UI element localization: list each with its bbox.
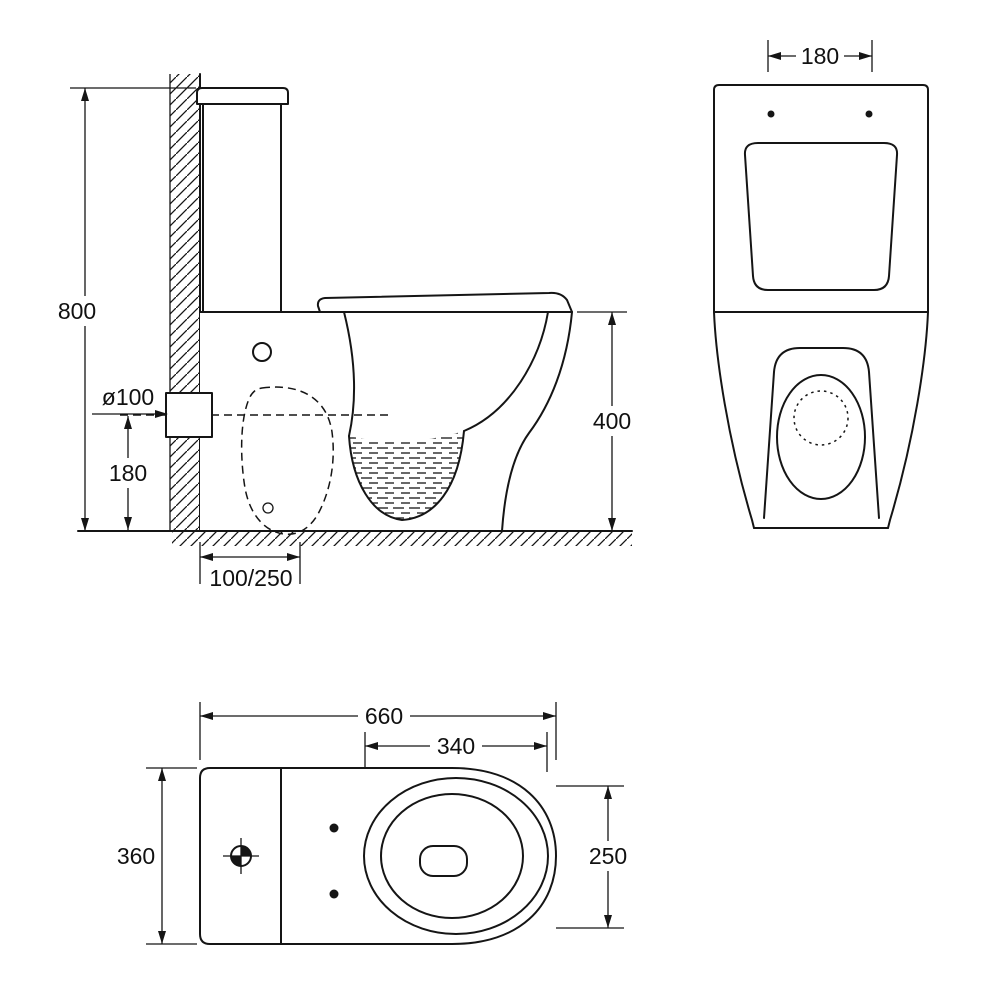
- bowl-bottom: [348, 430, 465, 521]
- water-hatch: [349, 431, 464, 520]
- dim-arrow: [81, 518, 89, 531]
- dim-arrow: [608, 518, 616, 531]
- bowl-fill: [200, 312, 572, 531]
- pedestal-front: [713, 311, 929, 529]
- dim-seat-length-label: 340: [437, 733, 475, 759]
- dim-bowl-height-label: 400: [593, 408, 631, 434]
- outlet-pipe: [165, 392, 213, 438]
- dim-overall-height: 800: [55, 87, 196, 531]
- label-backing: [104, 458, 152, 488]
- floor: [77, 530, 633, 546]
- cistern-front-panel: [743, 142, 899, 291]
- trapway-hidden-outline: [240, 386, 334, 536]
- dim-arrow: [608, 312, 616, 325]
- cistern-body: [202, 103, 282, 313]
- bowl-inner-back: [343, 311, 356, 437]
- trapway-hidden-circle: [793, 390, 849, 446]
- dim-outlet-diameter-label: ø100: [102, 384, 154, 410]
- dim-arrow: [200, 712, 213, 720]
- pedestal-left-edge: [713, 311, 755, 529]
- bowl-front-profile: [501, 311, 573, 532]
- dim-top-width: 180: [767, 40, 873, 72]
- label-backing: [796, 41, 844, 71]
- dim-arrow: [155, 410, 168, 418]
- dim-setout-label: 100/250: [209, 565, 292, 591]
- dim-seat-length: 340: [364, 731, 548, 772]
- trapway-front: [776, 374, 866, 500]
- pedestal-arch: [763, 347, 880, 519]
- dim-arrow: [534, 742, 547, 750]
- wall-section: [169, 73, 201, 532]
- dim-overall-length: 660: [199, 701, 557, 760]
- seat-hinge-dot: [329, 823, 339, 833]
- dim-bowl-width-label: 250: [589, 843, 627, 869]
- lid-button-dot: [767, 110, 775, 118]
- dim-outlet-diameter: ø100: [92, 384, 168, 418]
- inlet-position-marker: [223, 838, 259, 874]
- seat-lid-side: [316, 291, 573, 313]
- label-backing: [55, 296, 99, 326]
- label-backing: [588, 406, 636, 436]
- marker-quadrant: [231, 856, 241, 866]
- bowl-inner-front: [463, 311, 549, 432]
- dim-top-width-label: 180: [801, 43, 839, 69]
- dim-arrow: [200, 553, 213, 561]
- pedestal-right-edge: [887, 311, 929, 529]
- dim-bowl-width: 250: [556, 785, 632, 929]
- dim-arrow: [287, 553, 300, 561]
- dim-arrow: [859, 52, 872, 60]
- marker-quadrant: [241, 846, 251, 856]
- front-view: 180: [713, 40, 929, 529]
- cistern-front: [713, 84, 929, 313]
- dim-overall-height-label: 800: [58, 298, 96, 324]
- floor-hatch: [172, 531, 632, 546]
- dim-overall-length-label: 660: [365, 703, 403, 729]
- cistern-side: [196, 87, 289, 313]
- wall-hatch: [170, 74, 200, 531]
- dim-arrow: [768, 52, 781, 60]
- dim-arrow: [124, 416, 132, 429]
- fixing-hole: [262, 502, 274, 514]
- lid-button-dot: [865, 110, 873, 118]
- dim-arrow: [604, 786, 612, 799]
- dim-outlet-height-label: 180: [109, 460, 147, 486]
- label-backing: [358, 701, 410, 731]
- supply-hole: [252, 342, 272, 362]
- plan-outline: [199, 767, 557, 945]
- dim-arrow: [81, 88, 89, 101]
- dim-outlet-height: 180: [104, 416, 152, 530]
- dim-arrow: [158, 768, 166, 781]
- side-view: 800 ø100 180 400: [55, 73, 636, 591]
- cistern-front-body: [713, 84, 929, 313]
- bowl-interior: [343, 311, 549, 521]
- dim-overall-width-label: 360: [117, 843, 155, 869]
- dim-arrow: [365, 742, 378, 750]
- dim-arrow: [543, 712, 556, 720]
- dim-arrow: [158, 931, 166, 944]
- dim-arrow: [604, 915, 612, 928]
- top-view: 660 340: [117, 701, 632, 945]
- dim-overall-width: 360: [117, 767, 197, 945]
- label-backing: [430, 731, 482, 761]
- dim-setout: 100/250: [199, 542, 301, 591]
- cistern-lid: [196, 87, 289, 105]
- dim-arrow: [124, 517, 132, 530]
- label-backing: [584, 841, 632, 871]
- flush-opening: [419, 845, 468, 877]
- seat-hinge-dot: [329, 889, 339, 899]
- dim-bowl-height: 400: [577, 311, 636, 531]
